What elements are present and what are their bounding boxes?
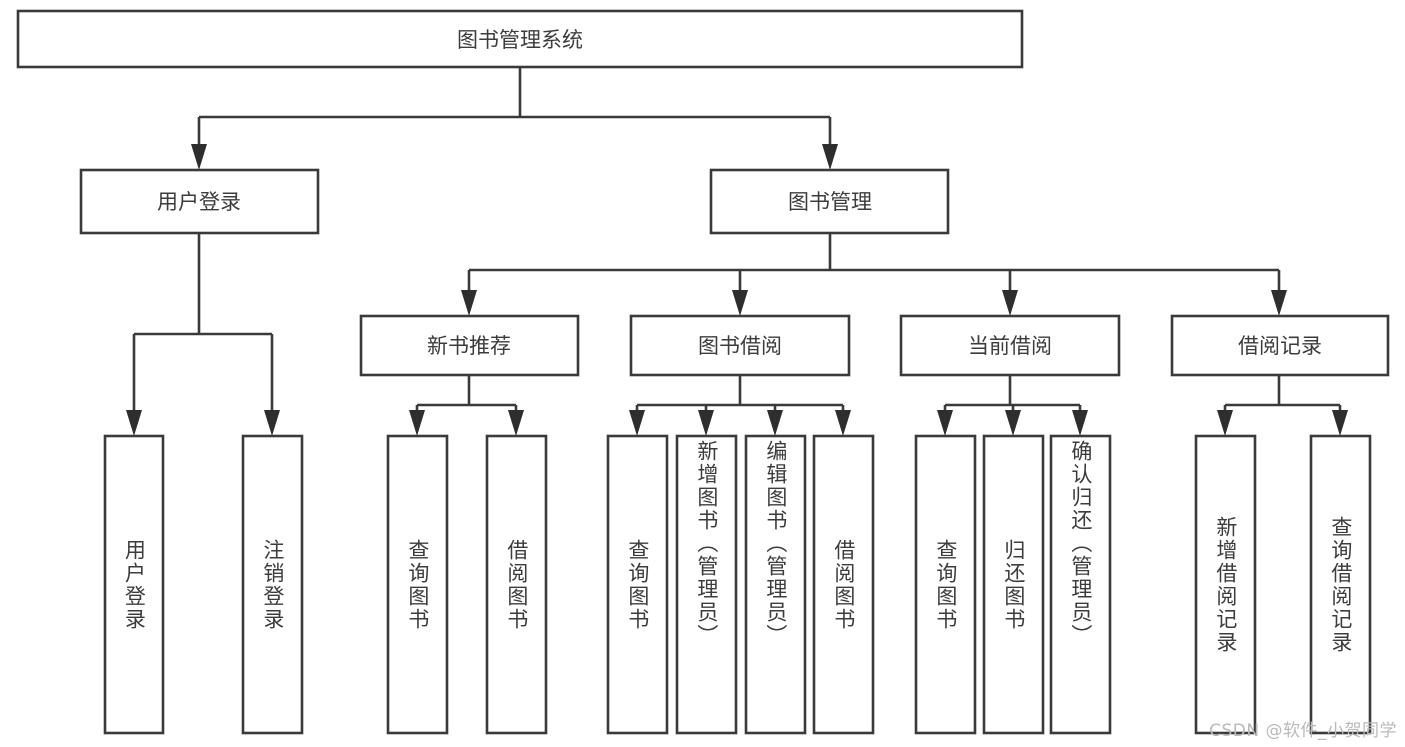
leaf-box-add-book-admin[interactable] xyxy=(675,434,738,735)
node-root[interactable]: 图书管理系统 xyxy=(16,9,1024,69)
arrow-head-icon xyxy=(629,410,645,436)
arrow-head-icon xyxy=(1271,290,1287,316)
leaf-box-return-book[interactable] xyxy=(982,434,1045,735)
node-book-borrow-box[interactable] xyxy=(629,314,851,377)
arrow-head-icon xyxy=(767,410,783,436)
node-book-borrow-label: 图书借阅 xyxy=(698,334,782,358)
leaf-box-logout[interactable] xyxy=(241,434,304,735)
leaf-box-query-book-newbook[interactable] xyxy=(386,434,449,735)
leaf-box-borrow-book-newbook[interactable] xyxy=(485,434,548,735)
leaf-box-edit-book-admin[interactable] xyxy=(744,434,807,735)
leaf-box-user-login[interactable] xyxy=(103,434,165,735)
watermark-text: CSDN @软件_小贺同学 xyxy=(1209,721,1397,741)
arrow-head-icon xyxy=(835,410,851,436)
node-new-book-recommend-box[interactable] xyxy=(359,314,580,377)
node-root-label: 图书管理系统 xyxy=(457,28,583,52)
leaf-box-query-book-current[interactable] xyxy=(914,434,977,735)
arrow-head-icon xyxy=(1005,410,1021,436)
leaf-box-query-borrow-record[interactable] xyxy=(1309,434,1372,735)
node-root-box[interactable] xyxy=(16,9,1024,69)
connector-group-current-to-leaves xyxy=(937,375,1088,436)
arrow-head-icon xyxy=(732,290,748,316)
connector-group-root-to-level1 xyxy=(191,67,838,170)
node-current-borrow-box[interactable] xyxy=(899,314,1121,377)
node-user-login-box[interactable] xyxy=(79,168,320,235)
node-book-management-label: 图书管理 xyxy=(788,190,872,214)
connector-group-bookmgmt-to-level2 xyxy=(461,233,1287,316)
arrow-head-icon xyxy=(264,410,280,436)
node-book-borrow[interactable]: 图书借阅 xyxy=(629,314,851,377)
arrow-head-icon xyxy=(698,410,714,436)
node-borrow-record-box[interactable] xyxy=(1170,314,1390,377)
arrow-head-icon xyxy=(461,290,477,316)
node-borrow-record[interactable]: 借阅记录 xyxy=(1170,314,1390,377)
node-current-borrow-label: 当前借阅 xyxy=(968,334,1052,358)
arrow-head-icon xyxy=(191,144,207,170)
connector-group-newbook-to-leaves xyxy=(409,375,524,436)
arrow-head-icon xyxy=(1332,410,1348,436)
arrow-head-icon xyxy=(126,410,142,436)
node-book-management-box[interactable] xyxy=(709,168,950,235)
node-new-book-recommend-label: 新书推荐 xyxy=(427,334,511,358)
node-user-login[interactable]: 用户登录 xyxy=(79,168,320,235)
connector-group-userlogin-to-leaves xyxy=(126,233,280,436)
connector-group-borrow-to-leaves xyxy=(629,375,851,436)
node-book-management[interactable]: 图书管理 xyxy=(709,168,950,235)
node-user-login-label: 用户登录 xyxy=(157,190,241,214)
arrow-head-icon xyxy=(822,144,838,170)
arrow-head-icon xyxy=(409,410,425,436)
connector-group-record-to-leaves xyxy=(1217,375,1348,436)
arrow-head-icon xyxy=(1002,290,1018,316)
leaf-box-add-borrow-record[interactable] xyxy=(1194,434,1257,735)
arrow-head-icon xyxy=(508,410,524,436)
node-new-book-recommend[interactable]: 新书推荐 xyxy=(359,314,580,377)
arrow-head-icon xyxy=(1072,410,1088,436)
arrow-head-icon xyxy=(1217,410,1233,436)
arrow-head-icon xyxy=(937,410,953,436)
node-borrow-record-label: 借阅记录 xyxy=(1238,334,1322,358)
leaf-box-query-book-borrow[interactable] xyxy=(606,434,669,735)
leaf-box-borrow-book-borrow[interactable] xyxy=(812,434,875,735)
node-current-borrow[interactable]: 当前借阅 xyxy=(899,314,1121,377)
leaf-box-confirm-return-admin[interactable] xyxy=(1049,434,1112,735)
